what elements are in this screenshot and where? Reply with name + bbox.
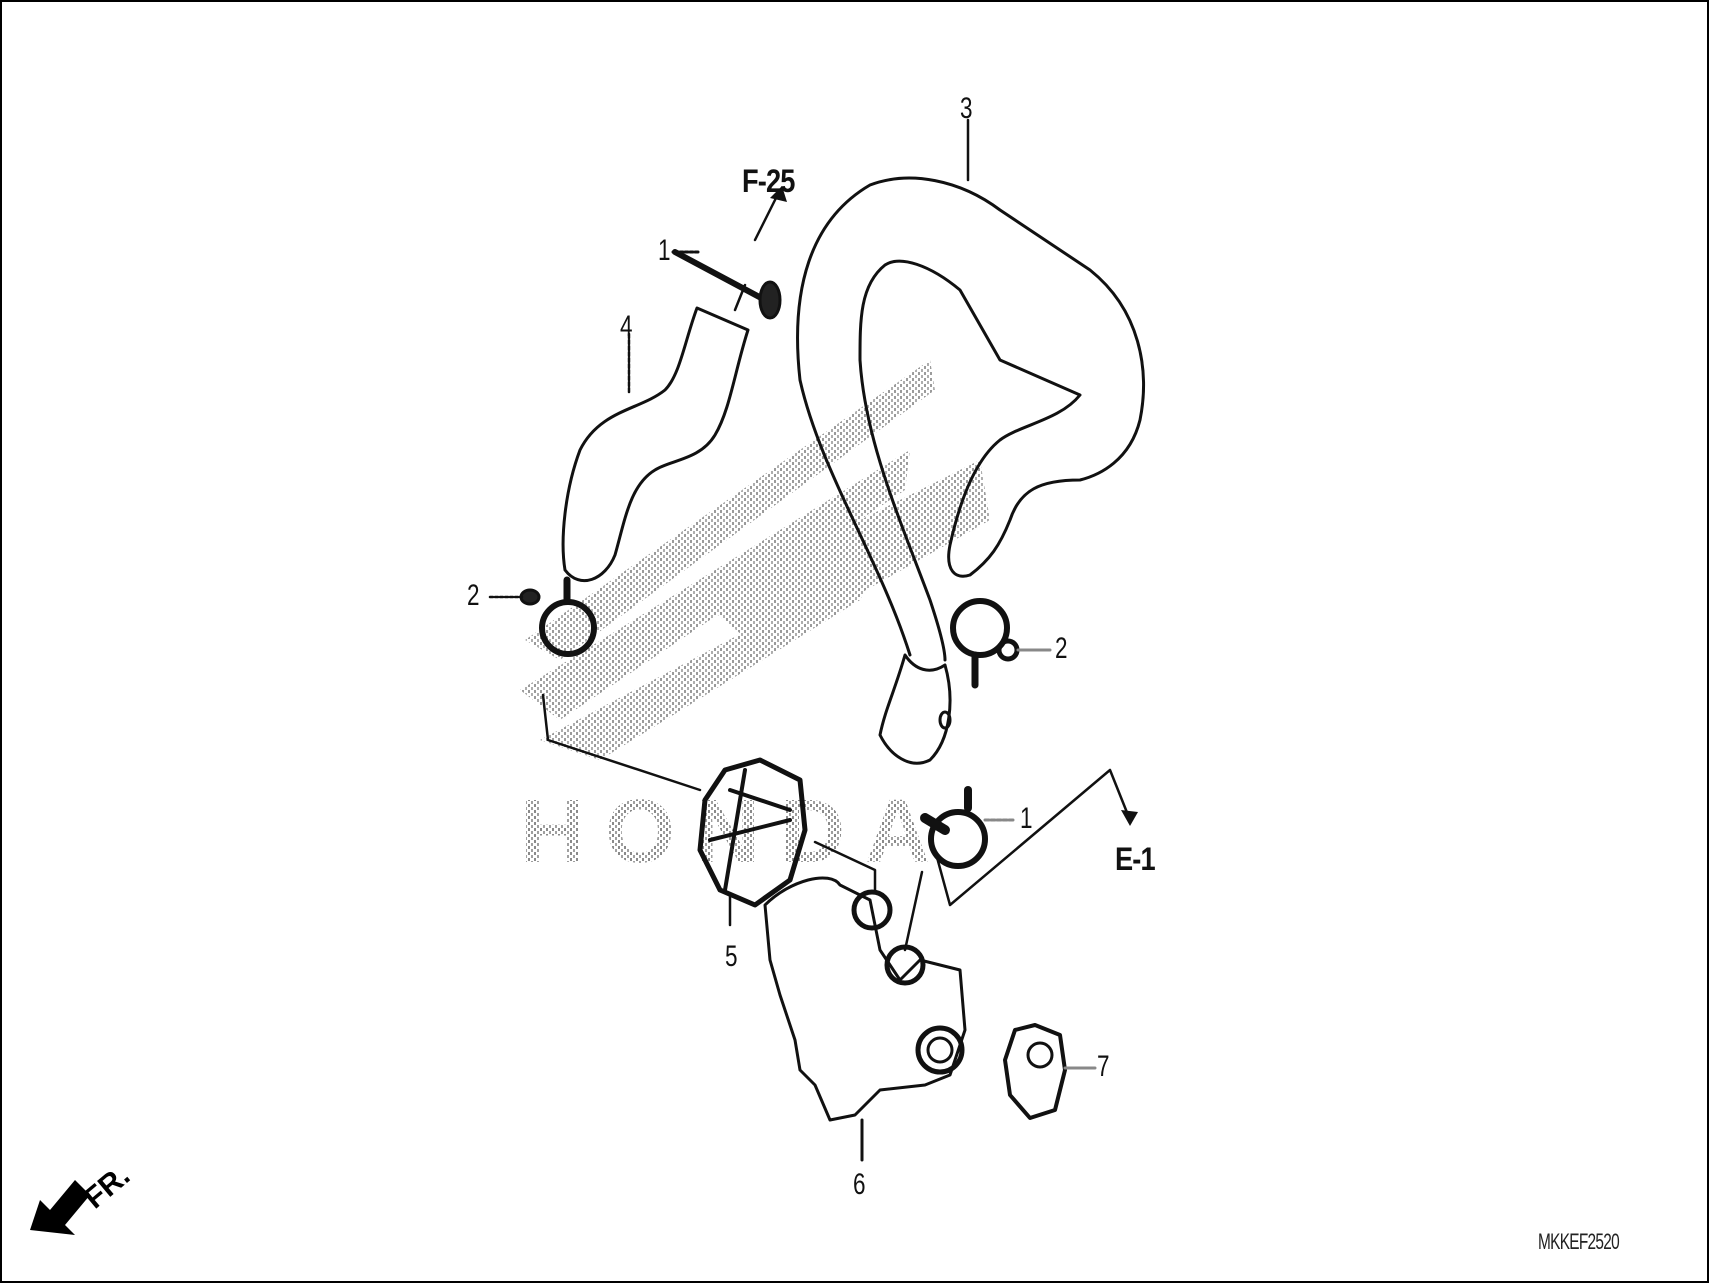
callout-3: 3 bbox=[960, 92, 973, 125]
callout-1-lower: 1 bbox=[1020, 802, 1033, 835]
callout-1-upper: 1 bbox=[658, 234, 671, 267]
callout-6: 6 bbox=[853, 1168, 866, 1201]
hose-4 bbox=[561, 306, 750, 583]
valve-6 bbox=[763, 876, 967, 1122]
honda-wing-watermark bbox=[520, 360, 990, 760]
cap-5 bbox=[697, 757, 808, 908]
hose-3 bbox=[796, 176, 1145, 662]
honda-text-watermark: HONDA bbox=[520, 782, 950, 882]
callout-5: 5 bbox=[725, 940, 738, 973]
callout-7: 7 bbox=[1097, 1050, 1110, 1083]
callout-2-right: 2 bbox=[1055, 632, 1068, 665]
reference-f25[interactable]: F-25 bbox=[742, 163, 795, 199]
callout-4: 4 bbox=[620, 310, 633, 343]
diagram-code: MKKEF2520 bbox=[1538, 1229, 1620, 1254]
reference-e1[interactable]: E-1 bbox=[1115, 841, 1156, 877]
callout-2-left: 2 bbox=[467, 579, 480, 612]
plug-7 bbox=[1003, 1023, 1067, 1120]
front-arrow-icon bbox=[30, 1180, 90, 1235]
